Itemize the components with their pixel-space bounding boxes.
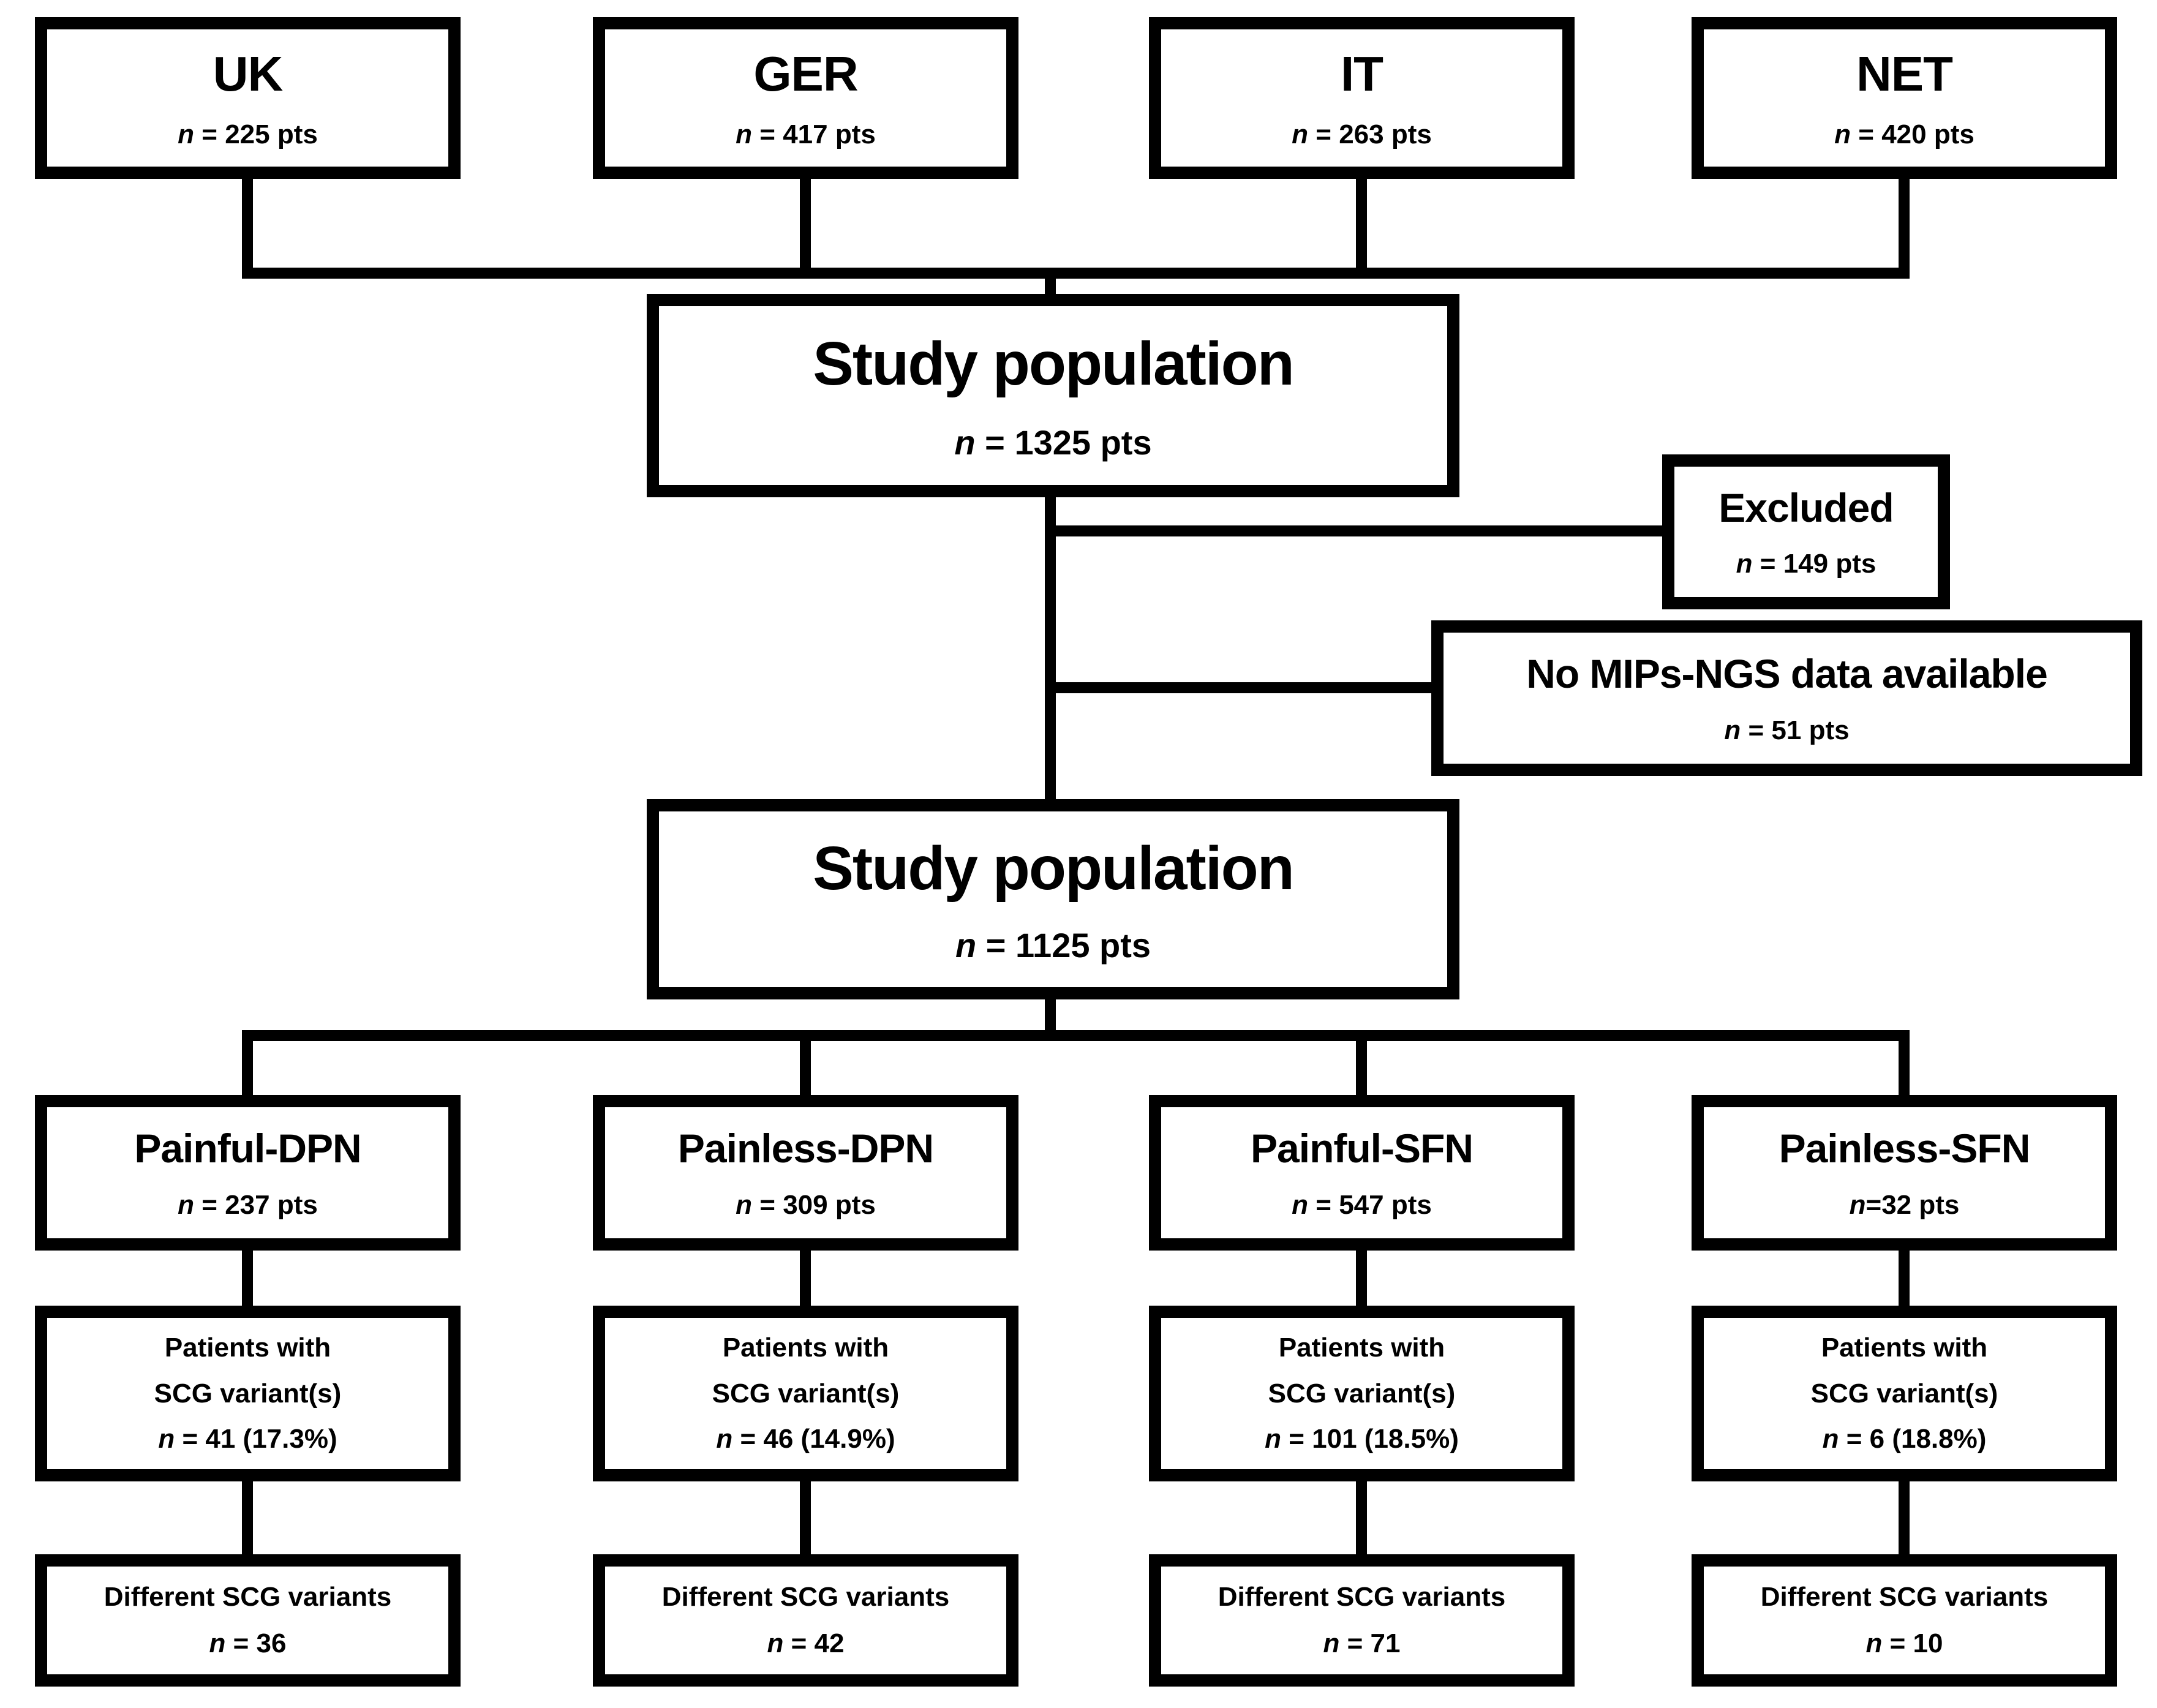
excluded-count: n = 149 pts <box>1736 549 1877 579</box>
connector-main-vertical <box>1045 487 1056 811</box>
group-count: n = 237 pts <box>178 1189 318 1220</box>
connector-branch-excluded <box>1045 525 1676 536</box>
study-population-count: n = 1125 pts <box>955 926 1151 965</box>
connector-stub-variants-3 <box>1356 1473 1367 1565</box>
variants-line: Different SCG variants <box>1760 1582 2049 1612</box>
scg-count: n = 46 (14.9%) <box>716 1423 895 1454</box>
group-title: Painful-SFN <box>1251 1126 1474 1172</box>
scg-line2: SCG variant(s) <box>1268 1378 1456 1409</box>
variants-count: n = 10 <box>1865 1628 1943 1658</box>
variants-line: Different SCG variants <box>1218 1582 1506 1612</box>
connector-stub-group-1 <box>242 1030 253 1107</box>
connector-stub-ger <box>800 165 811 276</box>
study-population-count: n = 1325 pts <box>954 423 1152 462</box>
group-box-painful-sfn: Painful-SFN n = 547 pts <box>1149 1095 1575 1251</box>
connector-stub-study-final <box>1045 989 1056 1041</box>
variants-count: n = 71 <box>1323 1628 1401 1658</box>
no-mips-title: No MIPs-NGS data available <box>1526 651 2048 697</box>
connector-stub-scg-1 <box>242 1237 253 1317</box>
group-count: n = 309 pts <box>736 1189 876 1220</box>
variants-line: Different SCG variants <box>104 1582 392 1612</box>
scg-line1: Patients with <box>164 1333 331 1363</box>
no-mips-count: n = 51 pts <box>1724 715 1850 745</box>
connector-stub-scg-2 <box>800 1237 811 1317</box>
no-mips-box: No MIPs-NGS data available n = 51 pts <box>1431 620 2142 776</box>
scg-variant-box-painful-dpn: Patients with SCG variant(s) n = 41 (17.… <box>35 1306 461 1481</box>
scg-count: n = 6 (18.8%) <box>1822 1423 1987 1454</box>
study-population-title: Study population <box>813 329 1295 399</box>
connector-stub-uk <box>242 165 253 276</box>
connector-bus-bottom <box>242 1030 1910 1041</box>
different-variants-box-painless-sfn: Different SCG variants n = 10 <box>1692 1554 2117 1687</box>
variants-line: Different SCG variants <box>661 1582 950 1612</box>
group-title: Painless-SFN <box>1779 1126 2031 1172</box>
connector-stub-it <box>1356 165 1367 276</box>
scg-line2: SCG variant(s) <box>1810 1378 1998 1409</box>
connector-stub-group-4 <box>1899 1030 1910 1107</box>
connector-branch-no-mips <box>1045 682 1443 693</box>
scg-line1: Patients with <box>722 1333 889 1363</box>
different-variants-box-painful-dpn: Different SCG variants n = 36 <box>35 1554 461 1687</box>
country-count: n = 225 pts <box>178 119 318 149</box>
country-box-ger: GER n = 417 pts <box>593 17 1018 179</box>
scg-line1: Patients with <box>1821 1333 1988 1363</box>
country-box-net: NET n = 420 pts <box>1692 17 2117 179</box>
excluded-title: Excluded <box>1718 485 1894 530</box>
study-population-initial-box: Study population n = 1325 pts <box>647 294 1459 497</box>
connector-stub-variants-4 <box>1899 1473 1910 1565</box>
scg-line2: SCG variant(s) <box>712 1378 900 1409</box>
group-box-painless-sfn: Painless-SFN n=32 pts <box>1692 1095 2117 1251</box>
scg-count: n = 41 (17.3%) <box>158 1423 337 1454</box>
connector-stub-variants-2 <box>800 1473 811 1565</box>
connector-stub-group-3 <box>1356 1030 1367 1107</box>
country-title: UK <box>213 47 284 102</box>
group-box-painful-dpn: Painful-DPN n = 237 pts <box>35 1095 461 1251</box>
connector-stub-scg-4 <box>1899 1237 1910 1317</box>
country-title: GER <box>753 47 858 102</box>
variants-count: n = 36 <box>209 1628 287 1658</box>
group-title: Painful-DPN <box>134 1126 361 1172</box>
country-count: n = 417 pts <box>736 119 876 149</box>
connector-stub-net <box>1899 165 1910 276</box>
scg-variant-box-painful-sfn: Patients with SCG variant(s) n = 101 (18… <box>1149 1306 1575 1481</box>
group-title: Painless-DPN <box>677 1126 934 1172</box>
country-box-uk: UK n = 225 pts <box>35 17 461 179</box>
country-title: NET <box>1856 47 1953 102</box>
study-population-final-box: Study population n = 1125 pts <box>647 799 1459 999</box>
scg-variant-box-painless-dpn: Patients with SCG variant(s) n = 46 (14.… <box>593 1306 1018 1481</box>
excluded-box: Excluded n = 149 pts <box>1662 454 1950 609</box>
country-box-it: IT n = 263 pts <box>1149 17 1575 179</box>
connector-stub-scg-3 <box>1356 1237 1367 1317</box>
country-count: n = 420 pts <box>1834 119 1974 149</box>
scg-count: n = 101 (18.5%) <box>1265 1423 1459 1454</box>
connector-stub-variants-1 <box>242 1473 253 1565</box>
connector-stub-group-2 <box>800 1030 811 1107</box>
scg-variant-box-painless-sfn: Patients with SCG variant(s) n = 6 (18.8… <box>1692 1306 2117 1481</box>
study-population-title: Study population <box>813 833 1295 903</box>
group-count: n=32 pts <box>1849 1189 1960 1220</box>
different-variants-box-painful-sfn: Different SCG variants n = 71 <box>1149 1554 1575 1687</box>
connector-bus-top <box>242 268 1910 279</box>
group-box-painless-dpn: Painless-DPN n = 309 pts <box>593 1095 1018 1251</box>
scg-line1: Patients with <box>1278 1333 1445 1363</box>
group-count: n = 547 pts <box>1292 1189 1432 1220</box>
country-count: n = 263 pts <box>1292 119 1432 149</box>
different-variants-box-painless-dpn: Different SCG variants n = 42 <box>593 1554 1018 1687</box>
variants-count: n = 42 <box>767 1628 845 1658</box>
scg-line2: SCG variant(s) <box>154 1378 342 1409</box>
country-title: IT <box>1340 47 1383 102</box>
